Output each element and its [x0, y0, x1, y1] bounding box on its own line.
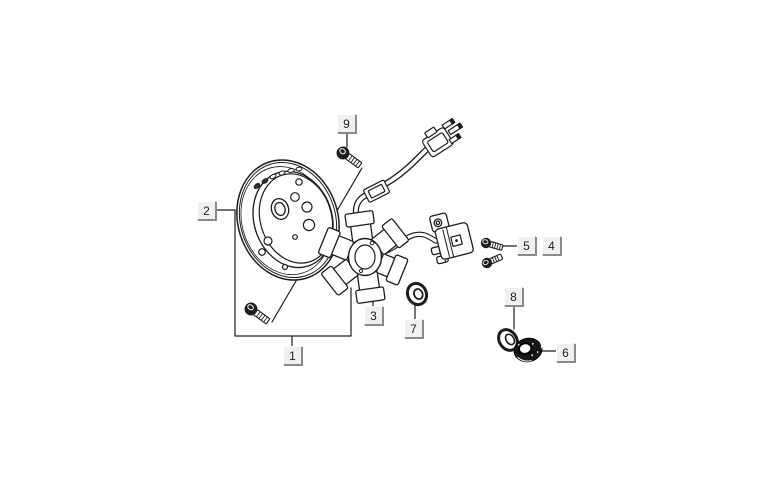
callout-7-washer[interactable]: 7 [404, 319, 423, 338]
flywheel-drawing [236, 159, 340, 281]
callout-1-number: 1 [289, 348, 296, 363]
callout-9-screw[interactable]: 9 [337, 114, 356, 133]
callout-6-nut[interactable]: 6 [556, 343, 575, 362]
callout-4-screw[interactable]: 4 [542, 236, 561, 255]
washer-8-drawing [497, 328, 519, 352]
flywheel-rim-slots [253, 166, 303, 189]
callout-3-stator[interactable]: 3 [364, 306, 383, 325]
callout-6-number: 6 [562, 345, 569, 360]
cable-clamp [363, 179, 391, 203]
pickup-screws-drawing [480, 237, 504, 269]
callout-line-group-1 [215, 209, 352, 347]
callout-4-number: 4 [548, 238, 555, 253]
flywheel-hub [270, 198, 290, 220]
rotor-screw-bottom [244, 302, 271, 325]
callout-2-number: 2 [203, 203, 210, 218]
pickup-coil-drawing [429, 212, 474, 265]
callout-5-number: 5 [523, 238, 530, 253]
callout-lines [215, 131, 557, 352]
callout-2-flywheel[interactable]: 2 [197, 201, 216, 220]
washer-7-drawing [405, 281, 429, 307]
callout-3-number: 3 [370, 308, 377, 323]
connector-pins [441, 117, 464, 145]
callout-7-number: 7 [410, 321, 417, 336]
callout-8-number: 8 [510, 289, 517, 304]
callout-1-assembly-group[interactable]: 1 [283, 346, 302, 365]
callout-8-washer[interactable]: 8 [504, 287, 523, 306]
callout-5-screw[interactable]: 5 [517, 236, 536, 255]
flywheel-holes [258, 178, 316, 271]
stator-drawing [317, 210, 409, 304]
rotor-screw-top [336, 146, 363, 169]
flange-nut-drawing [513, 337, 543, 363]
callout-9-number: 9 [343, 116, 350, 131]
harness-connector [421, 117, 464, 158]
